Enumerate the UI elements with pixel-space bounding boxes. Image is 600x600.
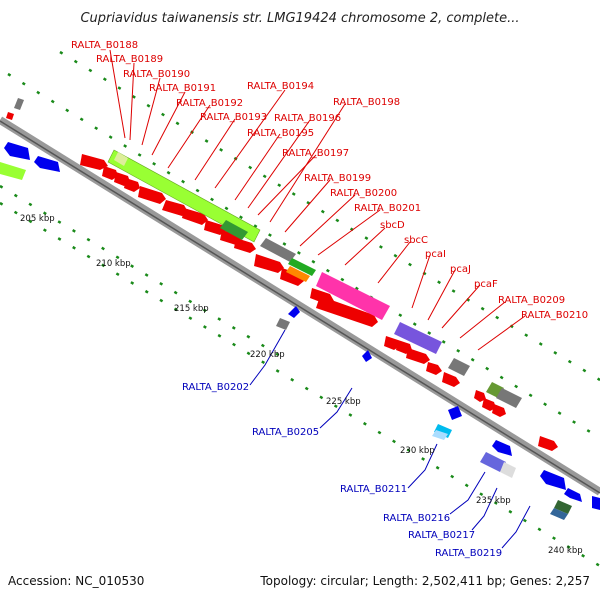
gene-arrow <box>384 336 400 350</box>
gene-arrow <box>102 166 118 180</box>
tick-label: 235 kbp <box>476 496 511 506</box>
gene-label: RALTA_B0217 <box>408 530 475 541</box>
gene-label: RALTA_B0192 <box>176 98 243 109</box>
map-title: Cupriavidus taiwanensis str. LMG19424 ch… <box>80 11 519 26</box>
gene-arrow <box>138 186 166 204</box>
gene-label: RALTA_B0194 <box>247 81 314 92</box>
gene-arrow <box>482 398 496 411</box>
gene-block <box>500 462 516 478</box>
gene-label: RALTA_B0191 <box>149 83 216 94</box>
gene-arrow <box>288 306 300 318</box>
topology-text: Topology: circular; Length: 2,502,411 bp… <box>259 574 590 588</box>
gene-label: RALTA_B0205 <box>252 427 319 438</box>
gene-label: pcaJ <box>450 264 471 275</box>
reverse-leader-lines <box>249 329 531 549</box>
gene-block <box>432 430 448 440</box>
gene-arrow <box>204 220 226 235</box>
gene-arrow <box>280 268 304 286</box>
gene-label: pcaF <box>474 279 498 290</box>
reverse-gene-labels: RALTA_B0202 RALTA_B0205 RALTA_B0211 RALT… <box>182 382 502 559</box>
gene-block <box>107 149 261 243</box>
gene-block <box>288 258 316 276</box>
gene-arrow <box>4 142 30 160</box>
gene-arrow <box>538 436 558 451</box>
gene-block <box>0 162 26 180</box>
gene-label: RALTA_B0198 <box>333 97 400 108</box>
gene-label: pcaI <box>425 249 446 260</box>
gene-label: RALTA_B0190 <box>123 69 190 80</box>
gene-arrow <box>234 238 256 253</box>
gene-label: RALTA_B0199 <box>304 173 371 184</box>
accession-text: Accession: NC_010530 <box>8 574 144 588</box>
gene-label: RALTA_B0216 <box>383 513 450 524</box>
gene-label: sbcC <box>404 235 428 246</box>
gene-block <box>448 358 470 376</box>
gene-arrow <box>442 372 460 387</box>
gene-label: RALTA_B0197 <box>282 148 349 159</box>
gene-label: RALTA_B0195 <box>247 128 314 139</box>
gene-label: RALTA_B0219 <box>435 548 502 559</box>
tick-label: 240 kbp <box>548 546 583 556</box>
gene-label: RALTA_B0200 <box>330 188 397 199</box>
gene-arrow <box>362 350 372 362</box>
gene-arrow <box>426 362 442 375</box>
gene-arrow <box>474 390 486 402</box>
gene-block <box>286 266 310 282</box>
gene-arrow <box>492 404 506 417</box>
forward-leader-lines <box>109 49 526 351</box>
gene-label: RALTA_B0211 <box>340 484 407 495</box>
gene-block <box>14 98 24 110</box>
gene-block <box>220 220 248 240</box>
tick-label: 205 kbp <box>20 214 55 224</box>
reverse-genes <box>0 142 600 520</box>
gene-block <box>550 508 568 520</box>
tick-label: 225 kbp <box>326 397 361 407</box>
gene-arrow <box>492 440 512 456</box>
gene-arrow <box>448 406 462 420</box>
gene-arrow <box>406 348 430 364</box>
gene-arrow <box>254 254 284 273</box>
gene-label: RALTA_B0193 <box>200 112 267 123</box>
gene-block <box>114 152 128 166</box>
gene-arrow <box>162 200 188 216</box>
gene-arrow <box>182 208 208 225</box>
tick-label: 230 kbp <box>400 446 435 456</box>
gene-arrow <box>316 296 378 327</box>
gene-block <box>496 388 522 408</box>
gene-block <box>480 452 506 472</box>
gene-label: RALTA_B0196 <box>274 113 341 124</box>
gene-arrow <box>34 156 60 172</box>
gene-block <box>394 322 442 354</box>
gene-arrow <box>540 470 566 490</box>
chromosome-backbone <box>0 116 600 496</box>
tick-dash-lines <box>0 50 600 568</box>
gene-arrow <box>6 112 14 120</box>
tick-label: 210 kbp <box>96 259 131 269</box>
forward-genes <box>6 98 558 451</box>
gene-label: RALTA_B0189 <box>96 54 163 65</box>
forward-gene-labels: RALTA_B0188 RALTA_B0189 RALTA_B0190 RALT… <box>71 40 588 321</box>
gene-label: RALTA_B0188 <box>71 40 138 51</box>
tick-labels: 205 kbp 210 kbp 215 kbp 220 kbp 225 kbp … <box>20 214 583 556</box>
gene-label: sbcD <box>380 220 405 231</box>
gene-arrow <box>564 488 582 502</box>
gene-arrow <box>124 178 140 192</box>
gene-label: RALTA_B0210 <box>521 310 588 321</box>
gene-arrow <box>80 154 108 170</box>
tick-label: 215 kbp <box>174 304 209 314</box>
gene-block <box>276 318 290 330</box>
gene-block <box>316 272 390 320</box>
tick-label: 220 kbp <box>250 350 285 360</box>
gene-arrow <box>592 496 600 510</box>
gene-label: RALTA_B0209 <box>498 295 565 306</box>
gene-label: RALTA_B0201 <box>354 203 421 214</box>
gene-block <box>260 238 296 262</box>
gene-block <box>554 500 572 514</box>
gene-label: RALTA_B0202 <box>182 382 249 393</box>
